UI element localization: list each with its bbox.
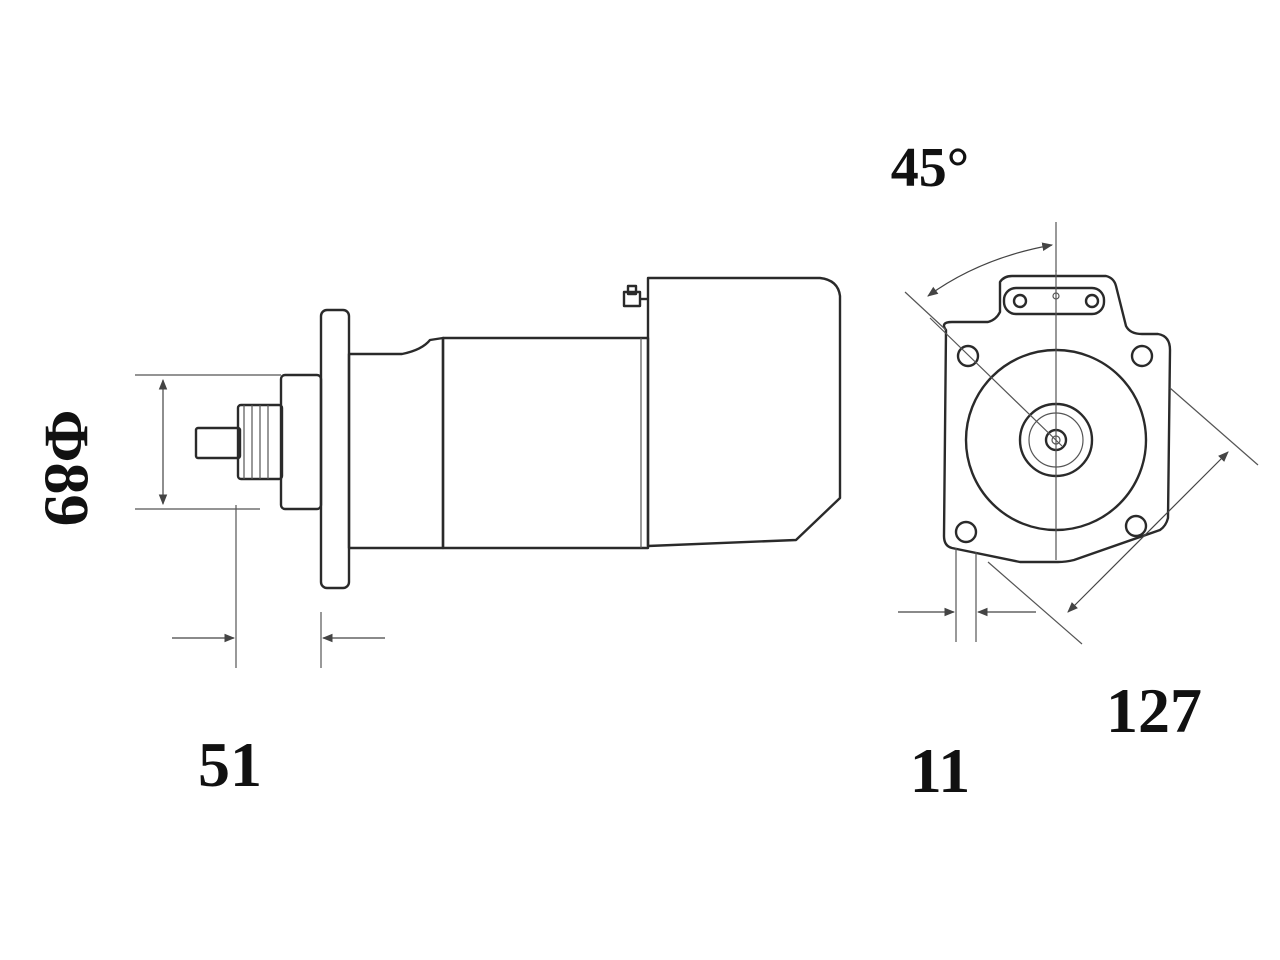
bolt-hole-top-left xyxy=(956,344,980,368)
bolt-hole-bottom-right xyxy=(1124,514,1148,538)
motor-yoke xyxy=(441,336,650,550)
diameter-label: Φ89 xyxy=(31,409,102,526)
nose-housing xyxy=(279,373,323,511)
diameter-dimension xyxy=(135,374,281,510)
solenoid-housing xyxy=(646,276,842,548)
drive-end-body xyxy=(347,336,445,550)
mounting-flange xyxy=(319,308,351,590)
pinion-offset-dimension xyxy=(172,505,385,668)
end-view xyxy=(898,222,1259,645)
terminal-tab xyxy=(1002,286,1106,316)
width-label: 127 xyxy=(1106,675,1202,746)
pinion-shaft xyxy=(194,426,242,460)
flange-thickness-dimension xyxy=(898,548,1036,642)
angle-label: 45° xyxy=(891,137,969,199)
flange-thickness-label: 11 xyxy=(910,735,970,806)
pinion-offset-label: 51 xyxy=(198,729,262,800)
angle-dimension xyxy=(904,222,1057,331)
terminal-stud xyxy=(622,284,648,308)
pinion-gear xyxy=(236,403,284,481)
bolt-hole-bottom-left xyxy=(954,520,978,544)
width-dimension xyxy=(987,387,1259,645)
end-flange-outline xyxy=(942,274,1172,564)
side-view xyxy=(135,276,842,668)
bolt-hole-top-right xyxy=(1130,344,1154,368)
